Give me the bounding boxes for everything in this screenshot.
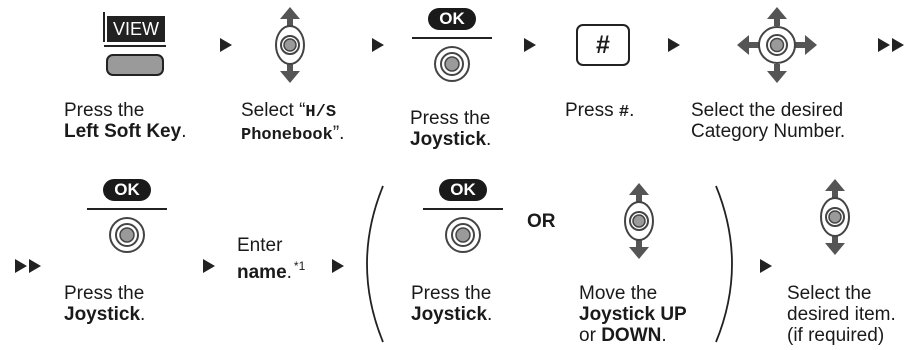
view-key-label: VIEW [112, 19, 159, 39]
step5-line1: Select the desired [691, 100, 844, 121]
arrow-right-icon [372, 38, 384, 52]
hash-key-label: # [596, 31, 610, 59]
step9-caption: Select the desired item. (if required) [787, 283, 896, 346]
arrow-right-icon [668, 38, 680, 52]
step9-line1: Select the [787, 283, 872, 304]
arrow-right-icon [760, 259, 772, 273]
step8b-caption: Move the Joystick UP or DOWN. [579, 283, 687, 346]
joystick-ok-icon: OK [412, 8, 492, 82]
arrow-right-icon [203, 259, 215, 273]
step3-caption: Press the Joystick. [410, 108, 491, 150]
joystick-up-down-icon [275, 7, 305, 83]
step3-line1: Press the [410, 108, 491, 129]
ok-label: OK [450, 180, 476, 199]
step2-prefix: Select “ [241, 100, 306, 121]
double-arrow-right-icon [878, 38, 904, 52]
joystick-ok-icon: OK [423, 179, 503, 253]
step6-line2-suffix: . [140, 304, 146, 325]
joystick-four-way-icon [737, 7, 817, 83]
step2-code1: H/S [305, 103, 337, 122]
step8b-line2: Joystick UP [579, 304, 687, 325]
step2-code2: Phonebook [241, 126, 333, 145]
view-soft-key-graphic [103, 12, 166, 76]
step4-caption: Press #. [565, 100, 634, 123]
step4-code: # [618, 103, 630, 122]
step4-prefix: Press [565, 100, 619, 121]
joystick-up-down-icon [624, 183, 654, 259]
arrow-right-icon [524, 38, 536, 52]
right-parenthesis [715, 185, 733, 343]
step9-line3: (if required) [787, 325, 885, 346]
step8b-line1: Move the [579, 283, 658, 304]
step1-line1: Press the [64, 100, 145, 121]
step8a-line2: Joystick [411, 304, 488, 325]
step5-line2: Category Number. [691, 121, 846, 142]
step7-line2: name [237, 262, 287, 283]
step6-line2: Joystick [64, 304, 141, 325]
hash-key-icon: # [576, 24, 630, 66]
step8b-line3-bold: DOWN [601, 325, 662, 346]
step1-line2: Left Soft Key [64, 121, 182, 142]
step6-line1: Press the [64, 283, 145, 304]
step8b-line3-suffix: . [661, 325, 667, 346]
step8b-line3-prefix: or [579, 325, 602, 346]
step9-line2: desired item. [787, 304, 896, 325]
joystick-up-down-icon [820, 179, 850, 255]
step3-line2: Joystick [410, 129, 487, 150]
or-label: OR [527, 211, 556, 232]
step8a-caption: Press the Joystick. [411, 283, 492, 325]
view-soft-key-icon: VIEW [103, 12, 166, 78]
footnote-marker: *1 [293, 259, 306, 273]
joystick-ok-icon: OK [87, 179, 167, 253]
left-parenthesis [366, 185, 384, 343]
step2-suffix: ”. [332, 123, 345, 144]
ok-label: OK [114, 180, 140, 199]
step2-caption: Select “H/S Phonebook”. [241, 100, 344, 146]
step5-caption: Select the desired Category Number. [691, 100, 845, 142]
step8a-line1: Press the [411, 283, 492, 304]
step3-line2-suffix: . [486, 129, 492, 150]
ok-label: OK [439, 9, 465, 28]
arrow-right-icon [220, 38, 232, 52]
step1-line2-suffix: . [181, 121, 187, 142]
step7-line2-suffix: . [286, 262, 292, 283]
step7-line1: Enter [237, 235, 283, 256]
step1-caption: Press the Left Soft Key. [64, 100, 186, 142]
step8a-line2-suffix: . [487, 304, 493, 325]
step7-caption: Enter name.*1 [237, 235, 305, 283]
step4-suffix: . [629, 100, 635, 121]
double-arrow-right-icon [15, 259, 41, 273]
arrow-right-icon [332, 259, 344, 273]
step6-caption: Press the Joystick. [64, 283, 145, 325]
